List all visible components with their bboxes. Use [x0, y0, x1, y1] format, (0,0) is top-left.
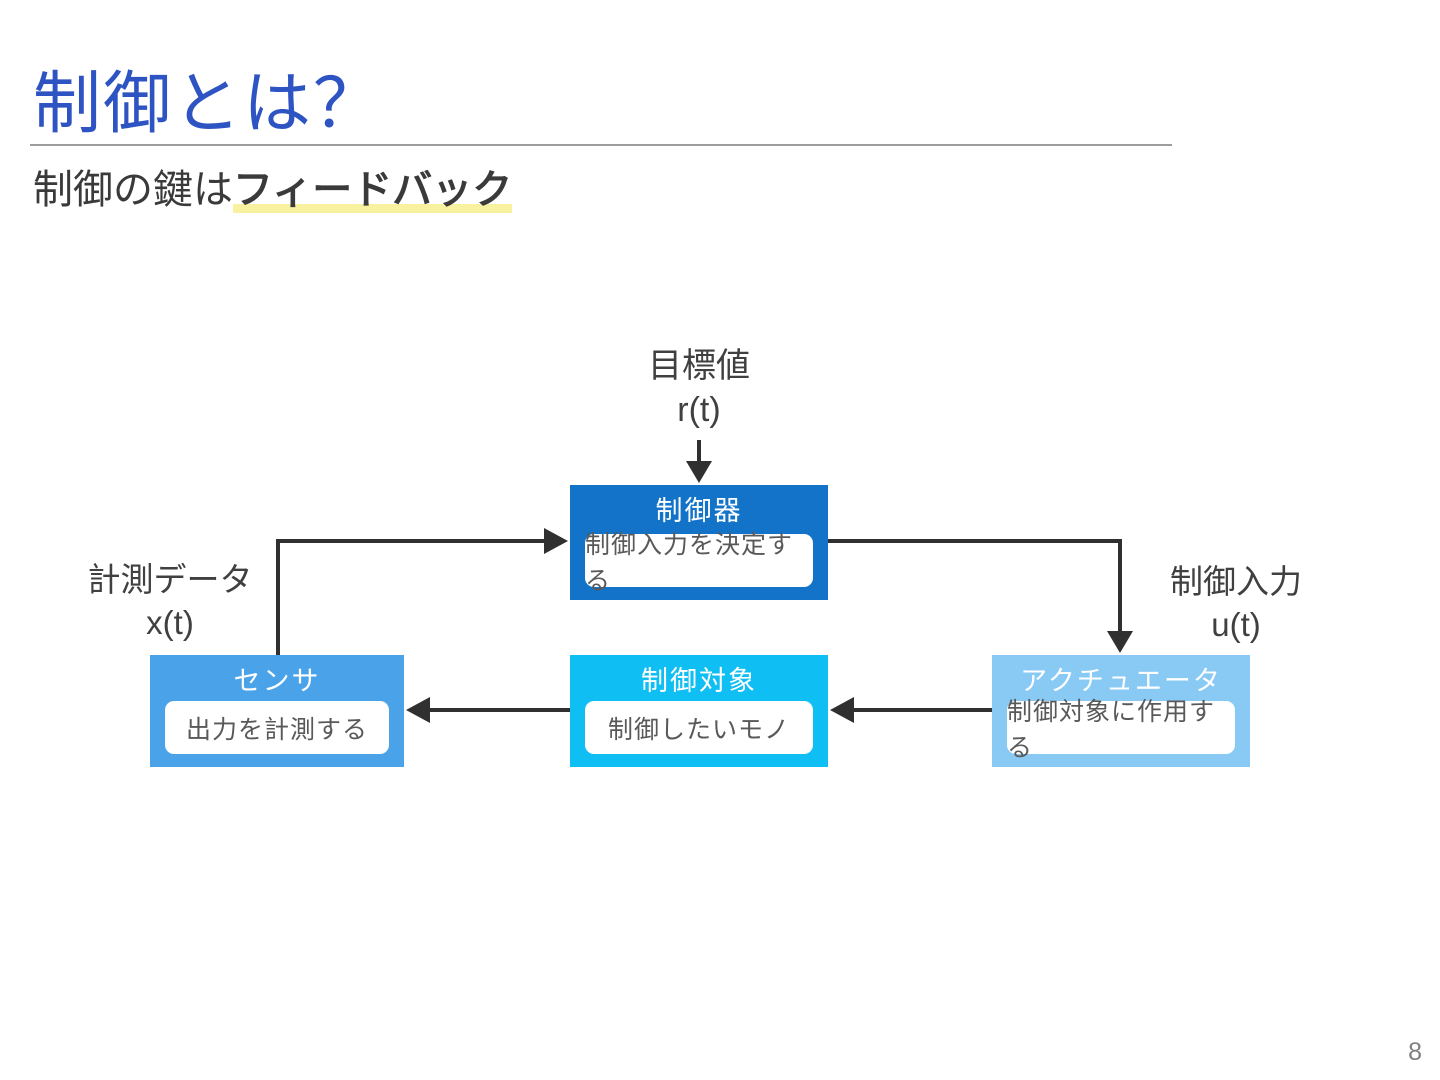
sensor-block-description: 出力を計測する: [165, 701, 389, 754]
sensor-block: センサ 出力を計測する: [150, 655, 404, 767]
controller-block: 制御器 制御入力を決定する: [570, 485, 828, 600]
target-to-controller-arrowhead-icon: [686, 461, 712, 483]
measured-data-symbol: x(t): [146, 604, 194, 641]
plant-to-sensor-line: [428, 708, 570, 712]
plant-block: 制御対象 制御したいモノ: [570, 655, 828, 767]
subtitle-highlighted-keyword: フィードバック: [233, 168, 513, 213]
plant-to-sensor-arrowhead-icon: [406, 697, 430, 723]
slide-title: 制御とは？: [33, 66, 384, 142]
slide-subtitle: 制御の鍵はフィードバック: [33, 164, 513, 216]
sensor-feedback-horizontal-line: [276, 539, 544, 543]
title-divider-line: [30, 144, 1172, 146]
controller-block-title: 制御器: [655, 495, 743, 526]
measured-data-text: 計測データ: [87, 561, 253, 598]
target-value-text: 目標値: [648, 347, 750, 385]
sensor-feedback-vertical-line: [276, 541, 280, 655]
target-value-symbol: r(t): [677, 391, 721, 429]
control-input-label: 制御入力 u(t): [1128, 560, 1344, 646]
measured-data-label: 計測データ x(t): [62, 558, 278, 644]
controller-block-description: 制御入力を決定する: [585, 531, 813, 595]
feedback-to-controller-arrowhead-icon: [544, 528, 568, 554]
actuator-block-title: アクチュエータ: [1020, 665, 1222, 696]
actuator-block-description: 制御対象に作用する: [1007, 698, 1235, 762]
plant-block-title: 制御対象: [641, 665, 757, 696]
controller-output-horizontal-line: [828, 539, 1120, 543]
subtitle-prefix: 制御の鍵は: [33, 168, 233, 212]
control-input-text: 制御入力: [1170, 563, 1302, 600]
actuator-block: アクチュエータ 制御対象に作用する: [992, 655, 1250, 767]
control-input-symbol: u(t): [1211, 606, 1261, 643]
controller-output-vertical-line: [1118, 539, 1122, 633]
sensor-block-title: センサ: [233, 665, 321, 696]
actuator-to-plant-arrowhead-icon: [830, 697, 854, 723]
target-value-label: 目標値 r(t): [598, 344, 800, 432]
target-to-controller-line: [697, 440, 701, 464]
plant-block-description: 制御したいモノ: [585, 701, 813, 754]
page-number: 8: [1408, 1038, 1422, 1066]
controller-to-actuator-arrowhead-icon: [1107, 631, 1133, 653]
actuator-to-plant-line: [854, 708, 992, 712]
